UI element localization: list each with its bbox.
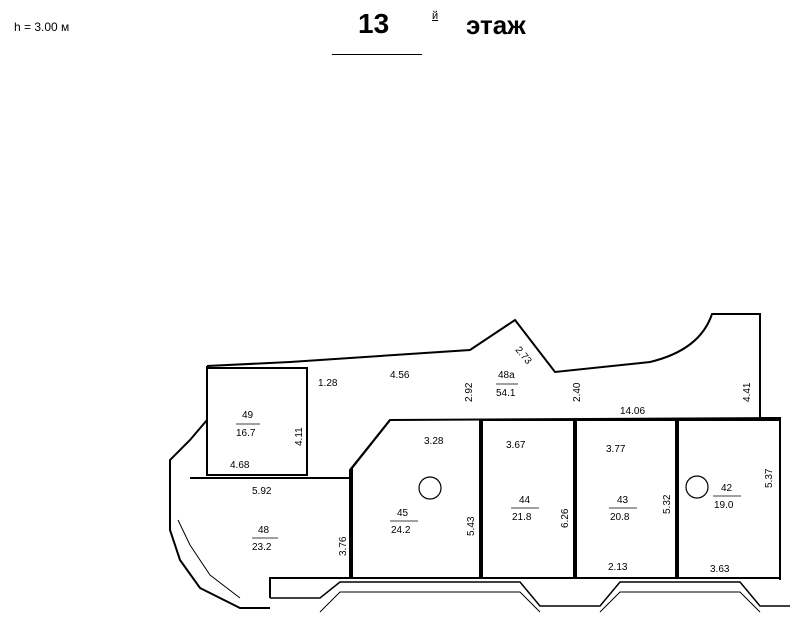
floor-underline xyxy=(332,54,422,55)
dimension-label: 5.43 xyxy=(466,516,477,536)
dimension-label: 4.68 xyxy=(230,460,250,471)
room-number: 42 xyxy=(721,483,733,494)
floor-word: этаж xyxy=(466,10,526,40)
dimension-label: 3.63 xyxy=(710,564,730,575)
room-42-outline xyxy=(677,419,781,579)
room-45-outline xyxy=(351,419,481,579)
dimension-label: 1.28 xyxy=(318,378,338,389)
dimension-label: 4.56 xyxy=(390,370,410,381)
outer-wall-left xyxy=(169,366,270,609)
dimension-label: 4.11 xyxy=(294,427,305,446)
room-43-outline xyxy=(575,419,677,579)
height-note: h = 3.00 м xyxy=(14,20,70,34)
dimension-label: 6.26 xyxy=(560,508,571,528)
outer-wall-left-inner xyxy=(177,519,241,599)
dimension-label: 4.41 xyxy=(742,382,753,402)
dimension-label: 5.92 xyxy=(252,486,272,497)
room-number: 48а xyxy=(498,370,515,381)
dimension-label: 2.73 xyxy=(513,345,534,367)
dimension-label: 2.40 xyxy=(572,382,583,402)
column-marker xyxy=(685,475,709,499)
room-area: 24.2 xyxy=(391,525,411,536)
corridor-edge xyxy=(349,417,781,478)
room-area: 21.8 xyxy=(512,512,532,523)
outer-wall xyxy=(206,313,781,580)
dimension-label: 5.37 xyxy=(764,468,775,488)
floor-suffix: й xyxy=(432,10,439,22)
room-49-outline xyxy=(206,367,308,476)
room-number: 43 xyxy=(617,495,629,506)
dimension-label: 3.28 xyxy=(424,436,444,447)
balcony-wall-outer xyxy=(319,591,761,613)
room-number: 48 xyxy=(258,525,270,536)
dimension-label: 3.67 xyxy=(506,440,526,451)
room-48-outline xyxy=(190,477,351,598)
room-area: 23.2 xyxy=(252,542,272,553)
floor-number: 13 xyxy=(358,8,390,39)
dimension-label: 2.92 xyxy=(464,382,475,402)
balcony-wall xyxy=(270,581,790,607)
dimension-label: 2.13 xyxy=(608,562,628,573)
dimension-label: 5.32 xyxy=(662,494,673,514)
room-number: 49 xyxy=(242,410,254,421)
room-area: 20.8 xyxy=(610,512,630,523)
room-44-outline xyxy=(481,419,575,579)
room-number: 44 xyxy=(519,495,531,506)
dimension-label: 3.77 xyxy=(606,444,626,455)
dimension-label: 3.76 xyxy=(338,536,349,556)
column-marker xyxy=(418,476,442,500)
room-area: 19.0 xyxy=(714,500,734,511)
dimension-label: 14.06 xyxy=(620,406,645,417)
room-area: 54.1 xyxy=(496,388,516,399)
room-number: 45 xyxy=(397,508,409,519)
room-area: 16.7 xyxy=(236,428,256,439)
